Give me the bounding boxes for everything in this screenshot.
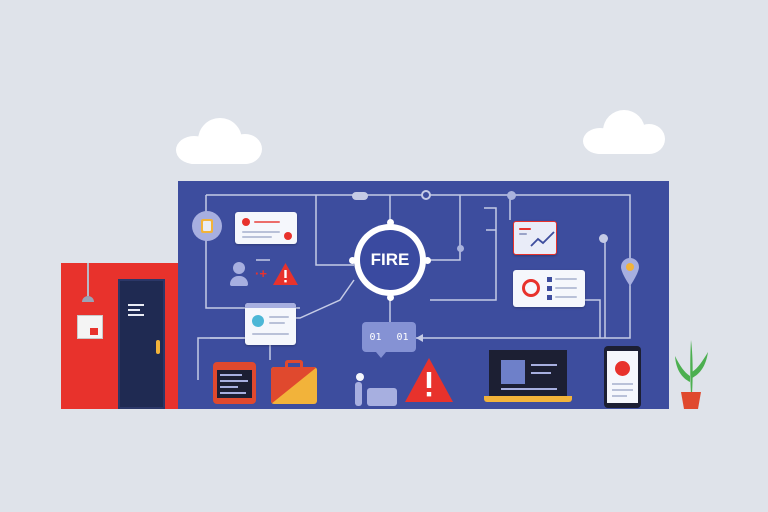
wire-node-a	[352, 192, 368, 200]
smartphone-icon	[604, 346, 641, 408]
transfer-arrows-icon: ·+	[255, 266, 267, 281]
wire-node-d	[457, 245, 464, 252]
data-bubble: 01 01	[362, 322, 416, 352]
binary-left: 01	[369, 331, 382, 343]
hub-connector-bottom	[387, 294, 394, 301]
laptop-icon	[489, 350, 567, 398]
plant-pot	[681, 392, 701, 409]
checklist-card-icon	[513, 270, 585, 307]
wire-node-e	[599, 234, 608, 243]
cloud-right-icon	[583, 110, 665, 154]
toolbox-icon	[271, 360, 317, 404]
hub-connector-top	[387, 219, 394, 226]
lamp-wire	[87, 263, 89, 296]
cloud-left-icon	[176, 118, 262, 164]
hub-connector-left	[349, 257, 356, 264]
chart-card-icon	[513, 221, 557, 255]
warning-small-icon	[273, 263, 298, 285]
location-pin-icon	[621, 258, 639, 286]
door-handle	[156, 340, 160, 354]
wire-node-c	[507, 191, 516, 200]
door-vent-icon	[128, 304, 144, 319]
document-card-icon	[245, 303, 296, 345]
user-icon	[230, 262, 248, 286]
wire-node-b	[421, 190, 431, 200]
extinguisher-icon	[354, 373, 398, 407]
fire-hub-icon: FIRE	[354, 224, 426, 296]
sensor-icon	[192, 211, 222, 241]
alert-card	[235, 212, 297, 244]
hub-connector-right	[424, 257, 431, 264]
laptop-base	[484, 396, 572, 402]
binary-right: 01	[396, 331, 409, 343]
control-panel-icon	[213, 362, 256, 404]
sign-icon	[77, 315, 103, 339]
data-bubble-tail	[376, 352, 386, 358]
plant-icon	[675, 340, 708, 394]
warning-large-icon	[405, 358, 453, 402]
fire-hub-label: FIRE	[360, 230, 420, 290]
lamp-icon	[82, 296, 94, 302]
